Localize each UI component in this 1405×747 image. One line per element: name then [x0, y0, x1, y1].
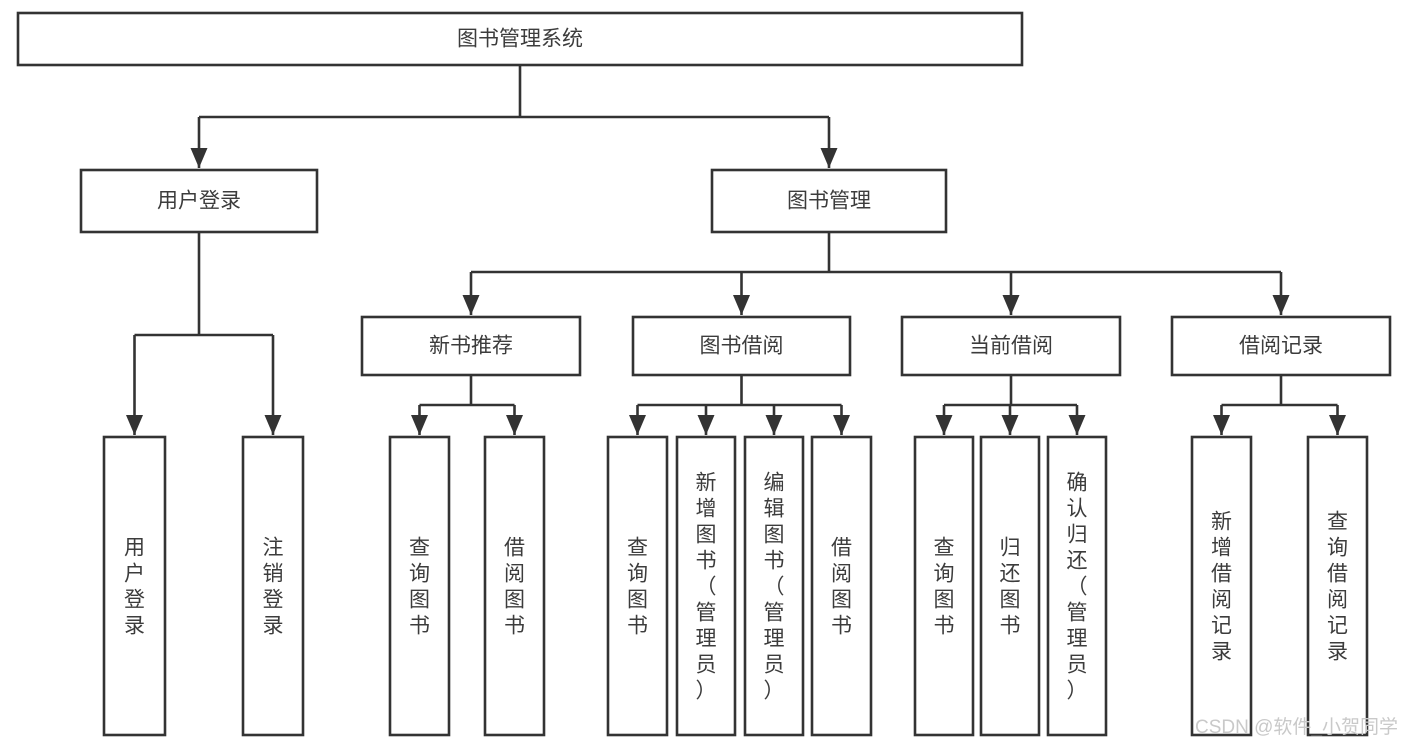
node-label-current-borrow: 当前借阅	[969, 335, 1053, 358]
arrow-head-icon	[765, 415, 783, 435]
node-boxes: 图书管理系统用户登录图书管理新书推荐图书借阅当前借阅借阅记录用户登录注销登录查询…	[16, 11, 1392, 737]
arrow-head-icon	[1002, 295, 1020, 315]
node-label-leaf-add-borrow-record: 新增借阅记录	[1211, 510, 1232, 663]
arrow-head-icon	[935, 415, 953, 435]
node-label-leaf-query-borrow-record: 查询借阅记录	[1327, 510, 1348, 663]
node-leaf-borrow-book-rec[interactable]: 借阅图书	[483, 435, 546, 737]
node-book-management[interactable]: 图书管理	[710, 168, 948, 234]
node-box-book-management[interactable]	[710, 168, 948, 234]
node-leaf-logout-login[interactable]: 注销登录	[241, 435, 305, 737]
arrow-head-icon	[1272, 295, 1290, 315]
node-label-leaf-confirm-return-admin: 确认归还（管理员）	[1067, 471, 1088, 702]
node-label-leaf-borrow-book: 借阅图书	[831, 536, 852, 637]
arrow-head-icon	[1213, 415, 1230, 435]
arrow-head-icon	[833, 415, 850, 435]
node-leaf-add-borrow-record[interactable]: 新增借阅记录	[1190, 435, 1253, 737]
node-label-leaf-borrow-book-rec: 借阅图书	[504, 536, 525, 637]
node-box-leaf-query-book-borrow[interactable]	[606, 435, 669, 737]
node-box-leaf-confirm-return-admin[interactable]	[1046, 435, 1108, 737]
node-book-borrow[interactable]: 图书借阅	[631, 315, 852, 377]
node-label-book-management: 图书管理	[787, 190, 871, 213]
node-box-new-book-recommend[interactable]	[360, 315, 582, 377]
node-label-leaf-user-login: 用户登录	[124, 536, 145, 637]
node-box-leaf-query-book-rec[interactable]	[388, 435, 451, 737]
node-label-root: 图书管理系统	[457, 28, 583, 51]
node-box-leaf-add-borrow-record[interactable]	[1190, 435, 1253, 737]
node-leaf-confirm-return-admin[interactable]: 确认归还（管理员）	[1046, 435, 1108, 737]
node-box-leaf-borrow-book-rec[interactable]	[483, 435, 546, 737]
arrow-head-icon	[1001, 415, 1019, 435]
node-leaf-borrow-book[interactable]: 借阅图书	[810, 435, 873, 737]
node-new-book-recommend[interactable]: 新书推荐	[360, 315, 582, 377]
arrow-head-icon	[411, 415, 428, 435]
node-label-leaf-query-book-current: 查询图书	[934, 536, 955, 637]
node-user-login[interactable]: 用户登录	[79, 168, 319, 234]
node-box-leaf-edit-book-admin[interactable]	[743, 435, 805, 737]
node-leaf-add-book-admin[interactable]: 新增图书（管理员）	[675, 435, 737, 737]
node-box-leaf-query-book-current[interactable]	[913, 435, 975, 737]
node-leaf-query-borrow-record[interactable]: 查询借阅记录	[1306, 435, 1369, 737]
node-borrow-records[interactable]: 借阅记录	[1170, 315, 1392, 377]
arrow-head-icon	[126, 415, 143, 435]
csdn-watermark: CSDN @软件_小贺同学	[1195, 716, 1398, 738]
node-label-book-borrow: 图书借阅	[700, 335, 784, 358]
arrow-head-icon	[820, 148, 838, 168]
arrow-head-icon	[629, 415, 646, 435]
node-box-current-borrow[interactable]	[900, 315, 1122, 377]
node-label-leaf-query-book-borrow: 查询图书	[627, 536, 648, 637]
arrow-head-icon	[1329, 415, 1346, 435]
node-label-borrow-records: 借阅记录	[1239, 335, 1323, 358]
node-leaf-return-book[interactable]: 归还图书	[979, 435, 1041, 737]
node-label-leaf-logout-login: 注销登录	[263, 536, 284, 637]
node-current-borrow[interactable]: 当前借阅	[900, 315, 1122, 377]
node-box-borrow-records[interactable]	[1170, 315, 1392, 377]
node-leaf-edit-book-admin[interactable]: 编辑图书（管理员）	[743, 435, 805, 737]
arrow-head-icon	[264, 415, 282, 435]
node-label-user-login: 用户登录	[157, 190, 241, 213]
connector-lines	[126, 65, 1346, 435]
node-leaf-user-login[interactable]: 用户登录	[102, 435, 167, 737]
node-leaf-query-book-current[interactable]: 查询图书	[913, 435, 975, 737]
node-label-leaf-query-book-rec: 查询图书	[409, 536, 430, 637]
node-label-new-book-recommend: 新书推荐	[429, 335, 513, 358]
node-root[interactable]: 图书管理系统	[16, 11, 1024, 67]
arrow-head-icon	[190, 148, 208, 168]
arrow-head-icon	[462, 295, 480, 315]
node-box-leaf-query-borrow-record[interactable]	[1306, 435, 1369, 737]
node-box-book-borrow[interactable]	[631, 315, 852, 377]
arrow-head-icon	[733, 295, 750, 315]
node-label-leaf-return-book: 归还图书	[1000, 536, 1021, 637]
node-box-leaf-return-book[interactable]	[979, 435, 1041, 737]
node-box-leaf-borrow-book[interactable]	[810, 435, 873, 737]
arrow-head-icon	[1068, 415, 1086, 435]
node-label-leaf-edit-book-admin: 编辑图书（管理员）	[764, 471, 785, 702]
node-box-root[interactable]	[16, 11, 1024, 67]
node-leaf-query-book-rec[interactable]: 查询图书	[388, 435, 451, 737]
node-label-leaf-add-book-admin: 新增图书（管理员）	[696, 471, 717, 702]
arrow-head-icon	[697, 415, 715, 435]
node-box-user-login[interactable]	[79, 168, 319, 234]
node-box-leaf-logout-login[interactable]	[241, 435, 305, 737]
arrow-head-icon	[506, 415, 523, 435]
node-box-leaf-user-login[interactable]	[102, 435, 167, 737]
node-leaf-query-book-borrow[interactable]: 查询图书	[606, 435, 669, 737]
node-box-leaf-add-book-admin[interactable]	[675, 435, 737, 737]
